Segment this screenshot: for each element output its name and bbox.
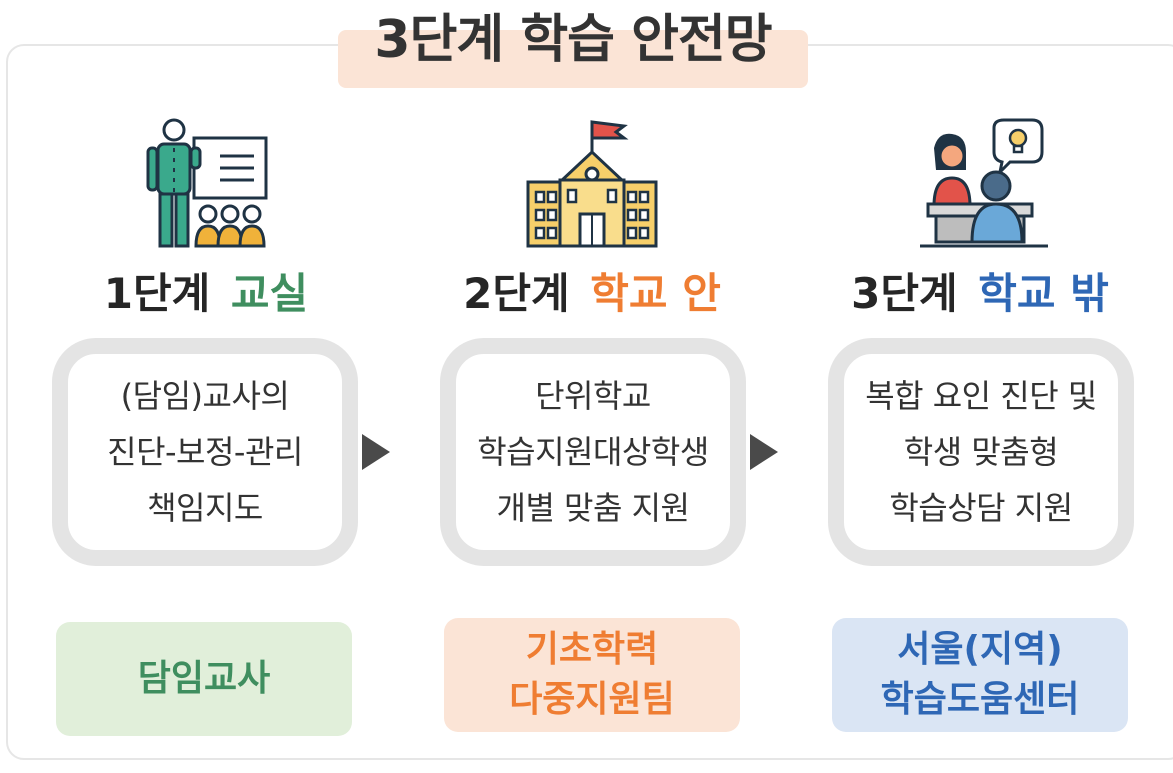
stage-2-card: 단위학교 학습지원대상학생 개별 맞춤 지원 — [440, 338, 746, 566]
stage-2-owner-line: 다중지원팀 — [509, 679, 675, 720]
stage-3-description-line: 복합 요인 진단 및 — [865, 377, 1097, 415]
stage-1-owner-badge: 담임교사 — [56, 622, 352, 736]
stage-1-description: (담임)교사의 진단-보정-관리 책임지도 — [107, 368, 303, 536]
stage-3-level: 3단계 — [851, 269, 958, 318]
stage-2-heading: 2단계 학교 안 — [412, 266, 772, 322]
stage-2-description: 단위학교 학습지원대상학생 개별 맞춤 지원 — [477, 368, 709, 536]
stage-1-owner: 담임교사 — [138, 654, 270, 704]
stage-3-card: 복합 요인 진단 및 학생 맞춤형 학습상담 지원 — [828, 338, 1134, 566]
stage-1-card: (담임)교사의 진단-보정-관리 책임지도 — [52, 338, 358, 566]
stage-3-description-line: 학생 맞춤형 — [903, 433, 1059, 471]
stage-1-level: 1단계 — [103, 269, 211, 318]
stage-1-description-line: (담임)교사의 — [120, 377, 290, 415]
stage-1-heading: 1단계 교실 — [26, 266, 386, 322]
stage-3-owner: 서울(지역) 학습도움센터 — [881, 625, 1080, 725]
diagram-title: 3단계 학습 안전망 — [374, 10, 772, 70]
stage-3-owner-badge: 서울(지역) 학습도움센터 — [832, 618, 1128, 732]
stage-2-description-line: 개별 맞춤 지원 — [496, 489, 690, 527]
stage-3-owner-line: 서울(지역) — [897, 629, 1063, 670]
stage-2-description-line: 단위학교 — [535, 377, 651, 415]
stage-3-heading: 3단계 학교 밖 — [800, 266, 1160, 322]
stage-2-owner-line: 기초학력 — [525, 629, 659, 670]
teacher-classroom-icon — [146, 118, 268, 248]
stage-2-keyword: 학교 안 — [590, 269, 721, 318]
stage-1-keyword: 교실 — [230, 269, 309, 318]
stage-2-owner: 기초학력 다중지원팀 — [509, 625, 675, 725]
school-building-icon — [526, 120, 658, 248]
stage-3-owner-line: 학습도움센터 — [880, 679, 1080, 720]
stage-3-description-line: 학습상담 지원 — [889, 489, 1073, 527]
title-highlight — [338, 30, 808, 88]
stage-1-description-line: 진단-보정-관리 — [107, 433, 303, 471]
stage-1-owner-line: 담임교사 — [137, 658, 271, 699]
counseling-session-icon — [920, 118, 1048, 248]
stage-3-keyword: 학교 밖 — [978, 269, 1109, 318]
title-box: 3단계 학습 안전망 — [338, 0, 808, 90]
stage-2-owner-badge: 기초학력 다중지원팀 — [444, 618, 740, 732]
stage-3-description: 복합 요인 진단 및 학생 맞춤형 학습상담 지원 — [865, 368, 1097, 536]
arrow-right-icon — [750, 434, 778, 470]
stage-1-description-line: 책임지도 — [147, 489, 263, 527]
arrow-right-icon — [362, 434, 390, 470]
stage-2-level: 2단계 — [463, 269, 570, 318]
stage-2-description-line: 학습지원대상학생 — [477, 433, 709, 471]
